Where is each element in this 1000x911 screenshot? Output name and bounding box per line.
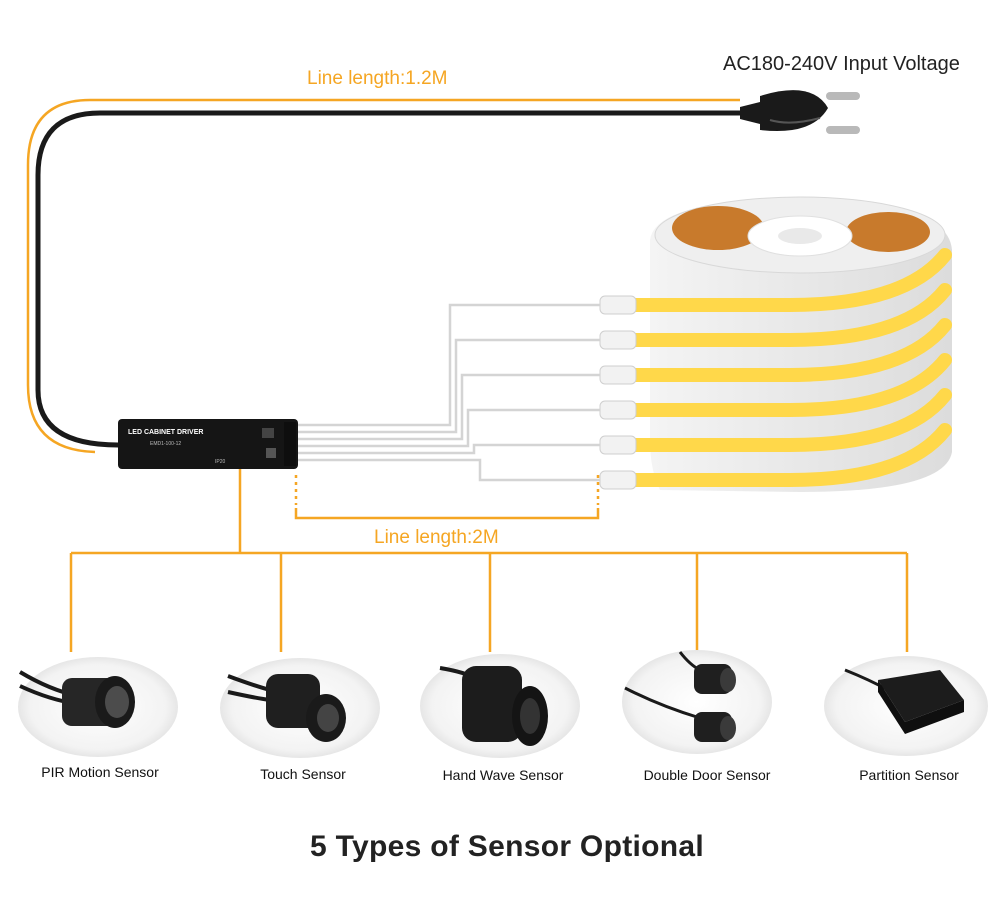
- sensor-label-pir: PIR Motion Sensor: [41, 764, 159, 780]
- led-strips: [599, 248, 952, 490]
- led-strip: [611, 283, 952, 347]
- driver-title: LED CABINET DRIVER: [128, 429, 203, 436]
- driver-rating: IP20: [215, 459, 226, 465]
- power-cable: [26, 98, 745, 454]
- output-wire: [298, 373, 600, 441]
- led-strip-connector: [599, 330, 637, 350]
- pir-motion-sensor-icon: [18, 657, 178, 757]
- power-cable-wire: [35, 110, 745, 448]
- output-wire: [298, 458, 600, 482]
- hand-wave-sensor-icon: [420, 654, 580, 758]
- output-wire: [298, 338, 600, 434]
- eu-power-plug-icon: [740, 90, 860, 134]
- sensor-label-hand-wave: Hand Wave Sensor: [442, 767, 564, 783]
- led-strip-connector: [599, 470, 637, 490]
- input-voltage-label: AC180-240V Input Voltage: [723, 53, 960, 75]
- sensor-label-touch: Touch Sensor: [260, 766, 346, 782]
- sensor-label-partition: Partition Sensor: [859, 767, 959, 783]
- led-strip: [611, 388, 952, 452]
- led-strip: [611, 353, 952, 417]
- led-strip-connector: [599, 400, 637, 420]
- driver-model: EMD1-100-12: [150, 441, 181, 447]
- power-line-length-label: Line length:1.2M: [307, 68, 448, 89]
- sensor-label-double-door: Double Door Sensor: [643, 767, 771, 783]
- partition-sensor-icon: [824, 656, 988, 756]
- output-line-length-label: Line length:2M: [374, 527, 499, 548]
- output-wire: [298, 303, 600, 427]
- sensor-connection-tree: [69, 469, 909, 652]
- touch-sensor-icon: [220, 658, 380, 758]
- footer-title: 5 Types of Sensor Optional: [310, 830, 704, 863]
- led-strip: [611, 318, 952, 382]
- led-cabinet-driver: LED CABINET DRIVER EMD1-100-12 IP20: [118, 419, 298, 469]
- output-wire: [298, 408, 600, 448]
- output-line-length-marker: [294, 475, 600, 520]
- led-strip-connector: [599, 295, 637, 315]
- double-door-sensor-icon: [622, 650, 772, 754]
- led-strip-connector: [599, 435, 637, 455]
- output-wire: [298, 443, 600, 455]
- led-strip: [611, 423, 952, 487]
- power-line-length-marker: [26, 98, 740, 454]
- output-wires: [298, 303, 600, 482]
- led-strip-connector: [599, 365, 637, 385]
- led-strip: [611, 248, 952, 312]
